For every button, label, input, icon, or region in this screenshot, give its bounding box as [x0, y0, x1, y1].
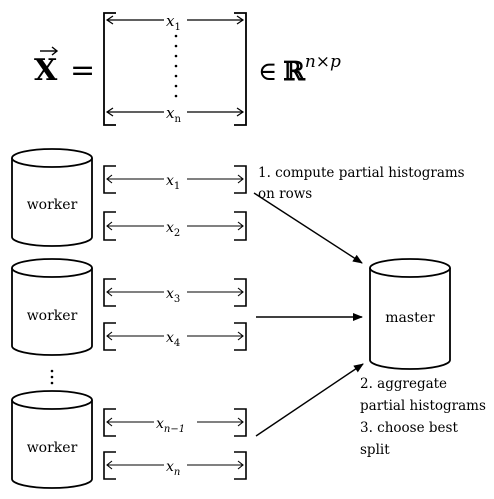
svg-text:x3: x3 [166, 286, 180, 305]
worker-ellipsis [50, 369, 54, 385]
step1-annotation: 1. compute partial histograms on rows [258, 165, 465, 202]
step23-annotation: 2. aggregate partial histograms 3. choos… [360, 376, 486, 458]
svg-text:2. aggregate: 2. aggregate [360, 376, 447, 392]
svg-text:x1: x1 [166, 173, 180, 192]
svg-text:split: split [360, 442, 390, 458]
worker-3-rows: xn−1 xn [103, 408, 247, 480]
svg-text:partial histograms: partial histograms [360, 398, 486, 414]
svg-text:x1: x1 [166, 12, 181, 33]
worker-2-rows: x3 x4 [103, 278, 247, 351]
worker-label: worker [27, 440, 78, 456]
worker-node-1: worker [11, 148, 93, 247]
svg-text:1. compute partial histograms: 1. compute partial histograms [258, 165, 465, 181]
matrix-equation: X = x1 [34, 12, 341, 126]
vector-arrow-icon [40, 46, 59, 56]
aggregation-arrows [253, 192, 364, 437]
master-label: master [385, 310, 435, 326]
worker-1-rows: x1 x2 [103, 165, 247, 241]
matrix-row-last: xn [105, 104, 245, 125]
svg-text:xn−1: xn−1 [156, 416, 185, 435]
master-node: master [369, 258, 451, 370]
worker-label: worker [27, 197, 78, 213]
row-x3: x3 [103, 278, 247, 307]
worker-node-2: worker [11, 258, 93, 356]
matrix-row-first: x1 [105, 12, 245, 33]
equals-sign: = [70, 53, 95, 88]
row-x4: x4 [103, 322, 247, 351]
arrow-worker3-to-master [255, 363, 364, 437]
svg-text:3. choose best: 3. choose best [360, 420, 458, 436]
svg-text:xn: xn [166, 104, 181, 125]
svg-text:on rows: on rows [258, 186, 312, 202]
worker-label: worker [27, 308, 78, 324]
worker-node-3: worker [11, 390, 93, 489]
svg-text:x2: x2 [166, 220, 180, 239]
arrow-worker1-to-master [253, 192, 363, 264]
row-x-n: xn [103, 451, 247, 480]
row-x1: x1 [103, 165, 247, 194]
vertical-ellipsis [174, 34, 178, 98]
real-space-label: ∈ℝn×p [258, 52, 341, 87]
data-matrix: x1 xn [103, 12, 247, 126]
row-x-n-minus-1: xn−1 [103, 408, 247, 437]
svg-text:x4: x4 [166, 330, 180, 349]
svg-text:xn: xn [166, 459, 180, 478]
matrix-symbol: X [34, 53, 58, 88]
row-x2: x2 [103, 211, 247, 241]
